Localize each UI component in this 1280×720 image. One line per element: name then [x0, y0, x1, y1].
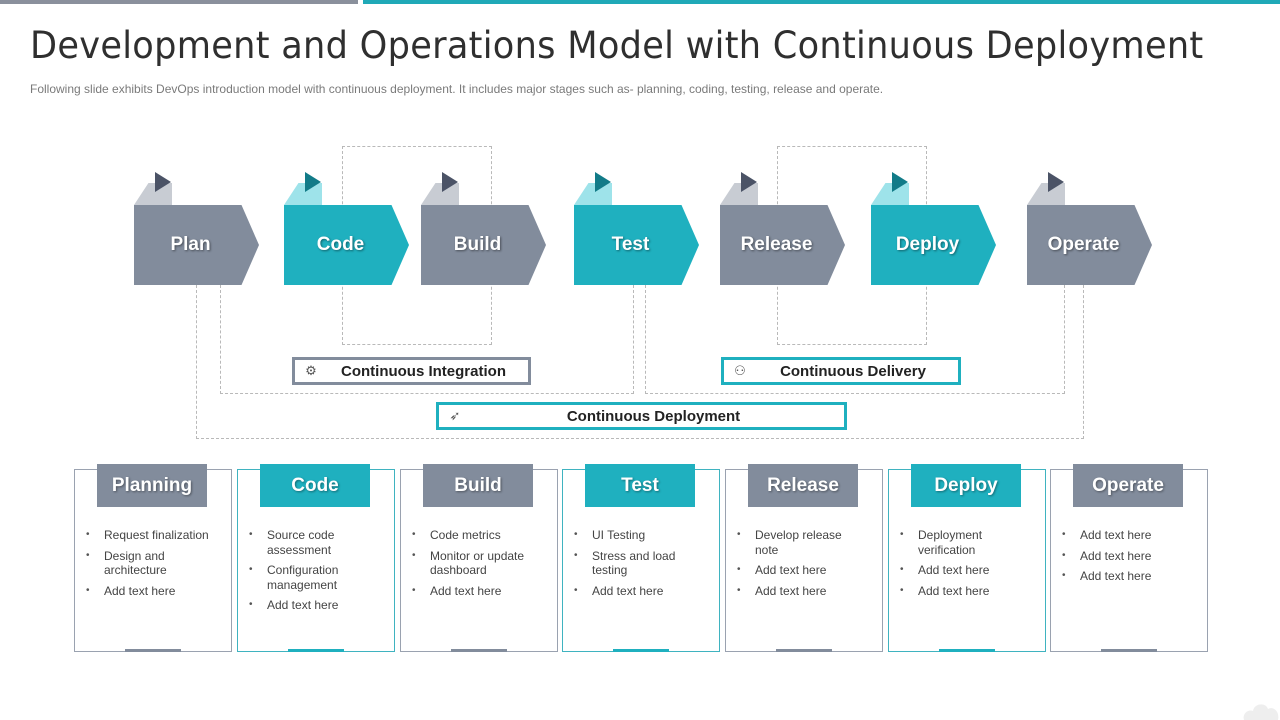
card-bullet-item: Monitor or update dashboard [412, 549, 542, 578]
card-bullet-item: Request finalization [86, 528, 216, 543]
top-accent-bar-teal [363, 0, 1280, 4]
continuous-delivery-label: Continuous Delivery [780, 362, 926, 380]
card-title-test: Test [585, 464, 695, 507]
continuous-integration-label: Continuous Integration [341, 362, 506, 380]
card-bullet-item: Add text here [1062, 569, 1192, 584]
cloud-decoration-icon [1243, 704, 1279, 720]
card-bullet-item: Stress and load testing [574, 549, 704, 578]
card-bullet-list: Develop release noteAdd text hereAdd tex… [737, 528, 867, 604]
card-bullet-item: Add text here [900, 584, 1030, 599]
card-title-deploy: Deploy [911, 464, 1021, 507]
delivery-icon: ⚇ [734, 363, 746, 378]
card-title-operate: Operate [1073, 464, 1183, 507]
card-footer-accent [125, 649, 181, 652]
card-bullet-item: Source code assessment [249, 528, 379, 557]
card-bullet-item: Design and architecture [86, 549, 216, 578]
stage-fold-code [284, 183, 322, 205]
card-footer-accent [1101, 649, 1157, 652]
continuous-deployment-label: Continuous Deployment [566, 407, 741, 425]
card-bullet-list: UI TestingStress and load testingAdd tex… [574, 528, 704, 604]
card-bullet-item: Add text here [737, 563, 867, 578]
card-bullet-list: Add text hereAdd text hereAdd text here [1062, 528, 1192, 590]
continuous-integration-box: ⚙ Continuous Integration [292, 357, 531, 385]
stage-arrow-operate: Operate [1027, 205, 1152, 285]
card-footer-accent [613, 649, 669, 652]
stage-fold-release [720, 183, 758, 205]
card-footer-accent [288, 649, 344, 652]
top-accent-bar-grey [0, 0, 358, 4]
stage-arrow-release: Release [720, 205, 845, 285]
card-footer-accent [776, 649, 832, 652]
gears-icon: ⚙ [305, 363, 317, 378]
stage-arrow-code: Code [284, 205, 409, 285]
card-title-planning: Planning [97, 464, 207, 507]
card-bullet-list: Request finalizationDesign and architect… [86, 528, 216, 604]
card-bullet-item: Code metrics [412, 528, 542, 543]
stage-arrow-build: Build [421, 205, 546, 285]
card-bullet-list: Source code assessmentConfiguration mana… [249, 528, 379, 619]
stage-fold-plan [134, 183, 172, 205]
card-bullet-item: Add text here [412, 584, 542, 599]
card-bullet-item: Deployment verification [900, 528, 1030, 557]
card-bullet-list: Deployment verificationAdd text hereAdd … [900, 528, 1030, 604]
card-footer-accent [939, 649, 995, 652]
card-title-code: Code [260, 464, 370, 507]
card-bullet-item: Add text here [1062, 528, 1192, 543]
card-bullet-list: Code metricsMonitor or update dashboardA… [412, 528, 542, 604]
card-bullet-item: Add text here [737, 584, 867, 599]
card-bullet-item: Develop release note [737, 528, 867, 557]
stage-arrow-plan: Plan [134, 205, 259, 285]
deployment-bracket-connector [196, 285, 1084, 439]
card-footer-accent [451, 649, 507, 652]
card-bullet-item: Add text here [86, 584, 216, 599]
stage-fold-operate [1027, 183, 1065, 205]
card-bullet-item: UI Testing [574, 528, 704, 543]
card-bullet-item: Add text here [900, 563, 1030, 578]
rocket-icon: ➶ [449, 408, 461, 423]
page-subtitle: Following slide exhibits DevOps introduc… [30, 82, 884, 96]
card-bullet-item: Add text here [249, 598, 379, 613]
stage-arrow-test: Test [574, 205, 699, 285]
stage-fold-test [574, 183, 612, 205]
card-title-release: Release [748, 464, 858, 507]
card-bullet-item: Configuration management [249, 563, 379, 592]
continuous-delivery-box: ⚇ Continuous Delivery [721, 357, 961, 385]
card-bullet-item: Add text here [1062, 549, 1192, 564]
integration-bracket-connector [220, 285, 634, 394]
page-title: Development and Operations Model with Co… [30, 24, 1204, 67]
card-bullet-item: Add text here [574, 584, 704, 599]
continuous-deployment-box: ➶ Continuous Deployment [436, 402, 847, 430]
delivery-bracket-connector [645, 285, 1065, 394]
stage-arrow-deploy: Deploy [871, 205, 996, 285]
card-title-build: Build [423, 464, 533, 507]
